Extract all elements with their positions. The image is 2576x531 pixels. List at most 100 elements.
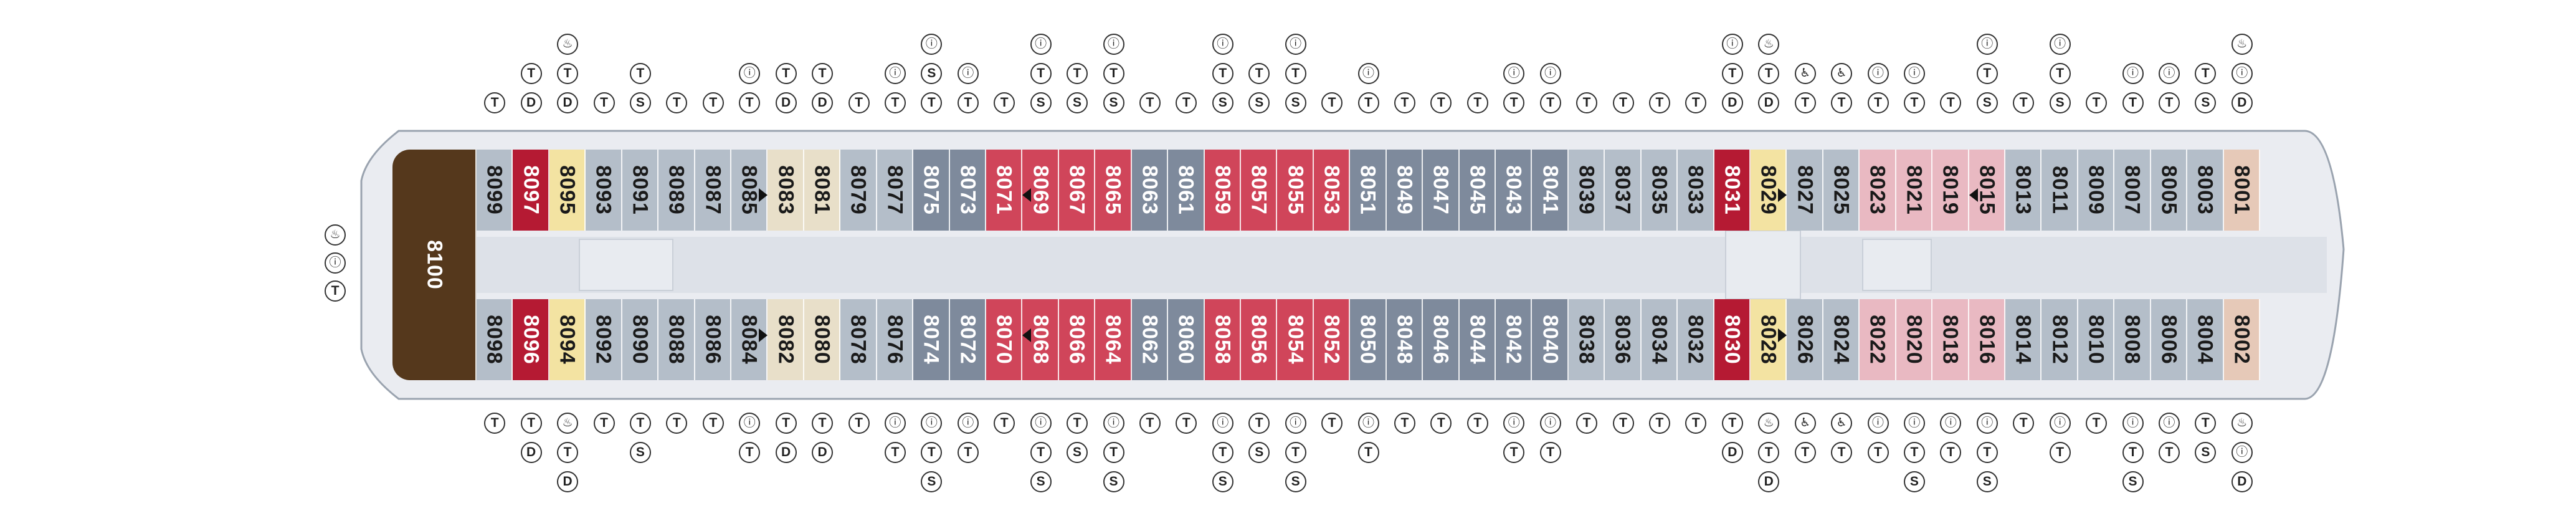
cabin[interactable]: 8077 [877,150,914,231]
cabin[interactable]: 8019 [1932,150,1969,231]
cabin[interactable]: 8088 [658,299,695,380]
cabin[interactable]: 8056 [1241,299,1278,380]
cabin[interactable]: 8071 [986,150,1023,231]
cabin[interactable]: 8067 [1058,150,1096,231]
cabin[interactable]: 8063 [1131,150,1169,231]
cabin[interactable]: 8061 [1168,150,1205,231]
cabin[interactable]: 8064 [1095,299,1132,380]
cabin[interactable]: 8031 [1714,150,1751,231]
cabin[interactable]: 8083 [768,150,804,231]
cabin[interactable]: 8038 [1568,299,1605,380]
cabin-number: 8059 [1210,165,1235,215]
cabin[interactable]: 8058 [1204,299,1241,380]
cabin[interactable]: 8095 [549,150,586,231]
cabin[interactable]: 8016 [1969,299,2005,380]
cabin[interactable]: 8013 [2005,150,2042,231]
cabin[interactable]: 8002 [2223,299,2260,380]
cabin[interactable]: 8024 [1823,299,1860,380]
cabin[interactable]: 8079 [840,150,877,231]
cabin[interactable]: 8020 [1896,299,1933,380]
cabin[interactable]: 8097 [513,150,549,231]
cabin[interactable]: 8044 [1459,299,1496,380]
cabin[interactable]: 8060 [1168,299,1205,380]
cabin[interactable]: 8094 [549,299,586,380]
cabin[interactable]: 8047 [1423,150,1460,231]
cabin[interactable]: 8030 [1714,299,1751,380]
cabin[interactable]: 8022 [1860,299,1896,380]
cabin[interactable]: 8032 [1678,299,1714,380]
cabin[interactable]: 8078 [840,299,877,380]
cabin[interactable]: 8040 [1532,299,1569,380]
cabin[interactable]: 8066 [1058,299,1096,380]
cabin[interactable]: 8086 [695,299,731,380]
cabin[interactable]: 8051 [1350,150,1387,231]
cabin[interactable]: 8025 [1823,150,1860,231]
cabin[interactable]: 8010 [2078,299,2115,380]
cabin[interactable]: 8082 [768,299,804,380]
cabin[interactable]: 8046 [1423,299,1460,380]
cabin[interactable]: 8007 [2114,150,2151,231]
cabin[interactable]: 8001 [2223,150,2260,231]
cabin[interactable]: 8043 [1496,150,1533,231]
cabin[interactable]: 8074 [913,299,950,380]
cabin[interactable]: 8089 [658,150,695,231]
cabin[interactable]: 8070 [986,299,1023,380]
cabin[interactable]: 8065 [1095,150,1132,231]
cabin[interactable]: 8006 [2151,299,2188,380]
cabin[interactable]: 8009 [2078,150,2115,231]
cabin[interactable]: 8045 [1459,150,1496,231]
cabin-number: 8032 [1683,315,1708,365]
cabin-number: 8094 [555,315,579,365]
cabin[interactable]: 8005 [2151,150,2188,231]
cabin-number: 8087 [701,165,725,215]
cabin[interactable]: 8054 [1277,299,1314,380]
cabin[interactable]: 8048 [1386,299,1423,380]
cabin[interactable]: 8052 [1313,299,1351,380]
cabin-number: 8055 [1283,165,1308,215]
cabin[interactable]: 8041 [1532,150,1569,231]
cabin[interactable]: 8003 [2187,150,2224,231]
cabin[interactable]: 8055 [1277,150,1314,231]
cabin[interactable]: 8011 [2041,150,2078,231]
cabin[interactable]: 8081 [804,150,841,231]
cabin[interactable]: 8096 [513,299,549,380]
cabin[interactable]: 8092 [586,299,622,380]
cabin[interactable]: 8021 [1896,150,1933,231]
cabin-aft-suite[interactable]: 8100 [392,150,477,380]
cabin[interactable]: 8042 [1496,299,1533,380]
cabin[interactable]: 8039 [1568,150,1605,231]
cabin[interactable]: 8033 [1678,150,1714,231]
cabin[interactable]: 8098 [477,299,513,380]
cabin-number: 8071 [992,165,1016,215]
cabin[interactable]: 8099 [477,150,513,231]
cabin[interactable]: 8004 [2187,299,2224,380]
cabin[interactable]: 8090 [622,299,659,380]
cabin[interactable]: 8036 [1605,299,1642,380]
cabin-number: 8019 [1938,165,1962,215]
cabin[interactable]: 8076 [877,299,914,380]
cabin[interactable]: 8008 [2114,299,2151,380]
cabin[interactable]: 8057 [1241,150,1278,231]
cabin[interactable]: 8034 [1641,299,1678,380]
cabin[interactable]: 8023 [1860,150,1896,231]
cabin[interactable]: 8037 [1605,150,1642,231]
cabin[interactable]: 8072 [949,299,986,380]
cabin[interactable]: 8035 [1641,150,1678,231]
cabin[interactable]: 8053 [1313,150,1351,231]
cabin[interactable]: 8075 [913,150,950,231]
cabin[interactable]: 8080 [804,299,841,380]
cabin[interactable]: 8026 [1787,299,1823,380]
cabin[interactable]: 8073 [949,150,986,231]
cabin[interactable]: 8050 [1350,299,1387,380]
cabin[interactable]: 8014 [2005,299,2042,380]
cabin[interactable]: 8059 [1204,150,1241,231]
cabin[interactable]: 8087 [695,150,731,231]
cabin[interactable]: 8018 [1932,299,1969,380]
cabin[interactable]: 8091 [622,150,659,231]
cabin[interactable]: 8049 [1386,150,1423,231]
cabin[interactable]: 8012 [2041,299,2078,380]
cabin-number: 8058 [1210,315,1235,365]
cabin[interactable]: 8027 [1787,150,1823,231]
cabin[interactable]: 8062 [1131,299,1169,380]
cabin[interactable]: 8093 [586,150,622,231]
